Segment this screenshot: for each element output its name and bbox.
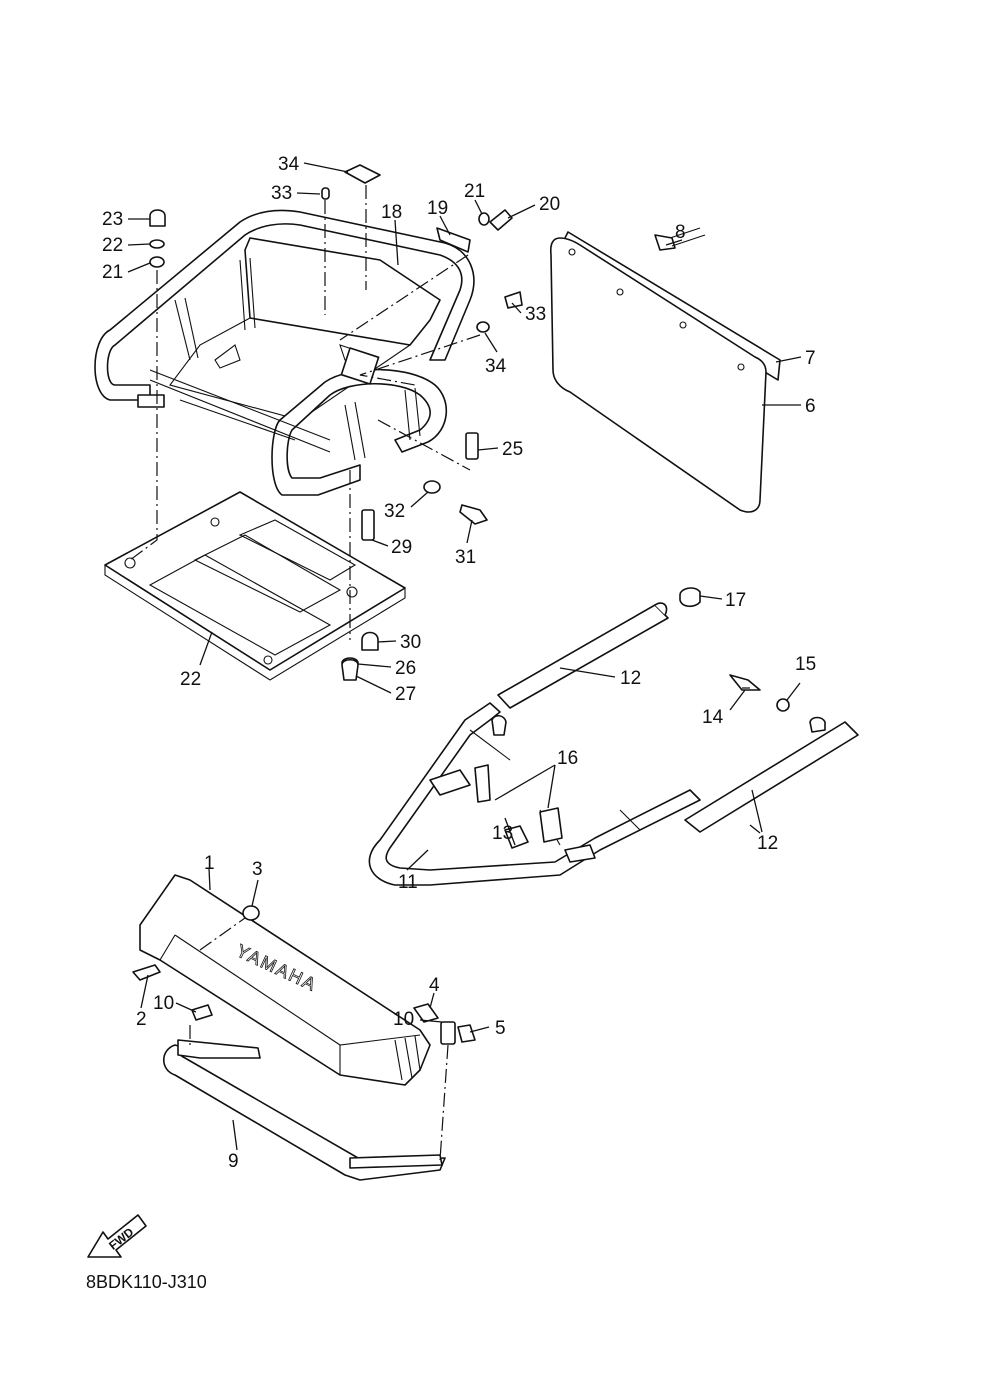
diagram-code: 8BDK110-J310 bbox=[86, 1272, 207, 1292]
callout-33: 33 bbox=[525, 304, 546, 325]
callout-8: 8 bbox=[675, 222, 686, 243]
number-plate bbox=[549, 227, 781, 513]
callout-11: 11 bbox=[398, 872, 418, 893]
front-bumper: YAMAHA bbox=[139, 874, 431, 1086]
callout-34: 34 bbox=[485, 356, 507, 377]
base-plate bbox=[104, 491, 406, 681]
callout-27: 26 bbox=[395, 658, 416, 679]
callout-18: 18 bbox=[381, 202, 402, 223]
callout-20: 20 bbox=[539, 194, 560, 215]
callout-23: 21 bbox=[102, 262, 123, 283]
callout-12-lower: 12 bbox=[757, 833, 778, 854]
callout-24: 22 bbox=[102, 235, 123, 256]
callout-29: 29 bbox=[391, 537, 412, 558]
callout-10-upper: 10 bbox=[153, 993, 174, 1014]
callout-35: 33 bbox=[271, 183, 292, 204]
callout-3: 3 bbox=[252, 859, 263, 880]
hardware bbox=[132, 164, 790, 1045]
callout-19: 19 bbox=[427, 198, 448, 219]
callout-5: 5 bbox=[495, 1018, 506, 1039]
callout-4: 4 bbox=[429, 975, 440, 996]
callout-7: 7 bbox=[805, 348, 816, 369]
lower-bracket bbox=[162, 1039, 446, 1181]
fwd-arrow-icon: FWD bbox=[87, 1214, 147, 1258]
callout-26: 25 bbox=[502, 439, 523, 460]
callout-17: 17 bbox=[725, 590, 746, 611]
callout-13: 13 bbox=[492, 823, 513, 844]
callout-1: 1 bbox=[204, 853, 215, 874]
callout-14: 14 bbox=[702, 707, 724, 728]
callout-labels: 34 33 23 22 21 18 19 21 20 8 7 6 33 34 2… bbox=[102, 154, 816, 1172]
callout-16: 16 bbox=[557, 748, 578, 769]
side-frame bbox=[368, 587, 859, 886]
assembly-lines bbox=[129, 185, 481, 1161]
callout-12-upper: 12 bbox=[620, 668, 641, 689]
leader-lines bbox=[127, 162, 802, 1151]
callout-32: 32 bbox=[384, 501, 405, 522]
callout-6: 6 bbox=[805, 396, 816, 417]
callout-30: 30 bbox=[400, 632, 421, 653]
callout-21: 21 bbox=[464, 181, 485, 202]
callout-9: 9 bbox=[228, 1151, 239, 1172]
callout-15: 15 bbox=[795, 654, 816, 675]
callout-36: 34 bbox=[278, 154, 300, 175]
callout-10-lower: 10 bbox=[393, 1009, 414, 1030]
callout-25: 23 bbox=[102, 209, 123, 230]
callout-2: 2 bbox=[136, 1009, 147, 1030]
callout-28: 27 bbox=[395, 684, 416, 705]
callout-22: 22 bbox=[180, 669, 201, 690]
callout-31: 31 bbox=[455, 547, 476, 568]
rear-rack bbox=[94, 209, 475, 496]
